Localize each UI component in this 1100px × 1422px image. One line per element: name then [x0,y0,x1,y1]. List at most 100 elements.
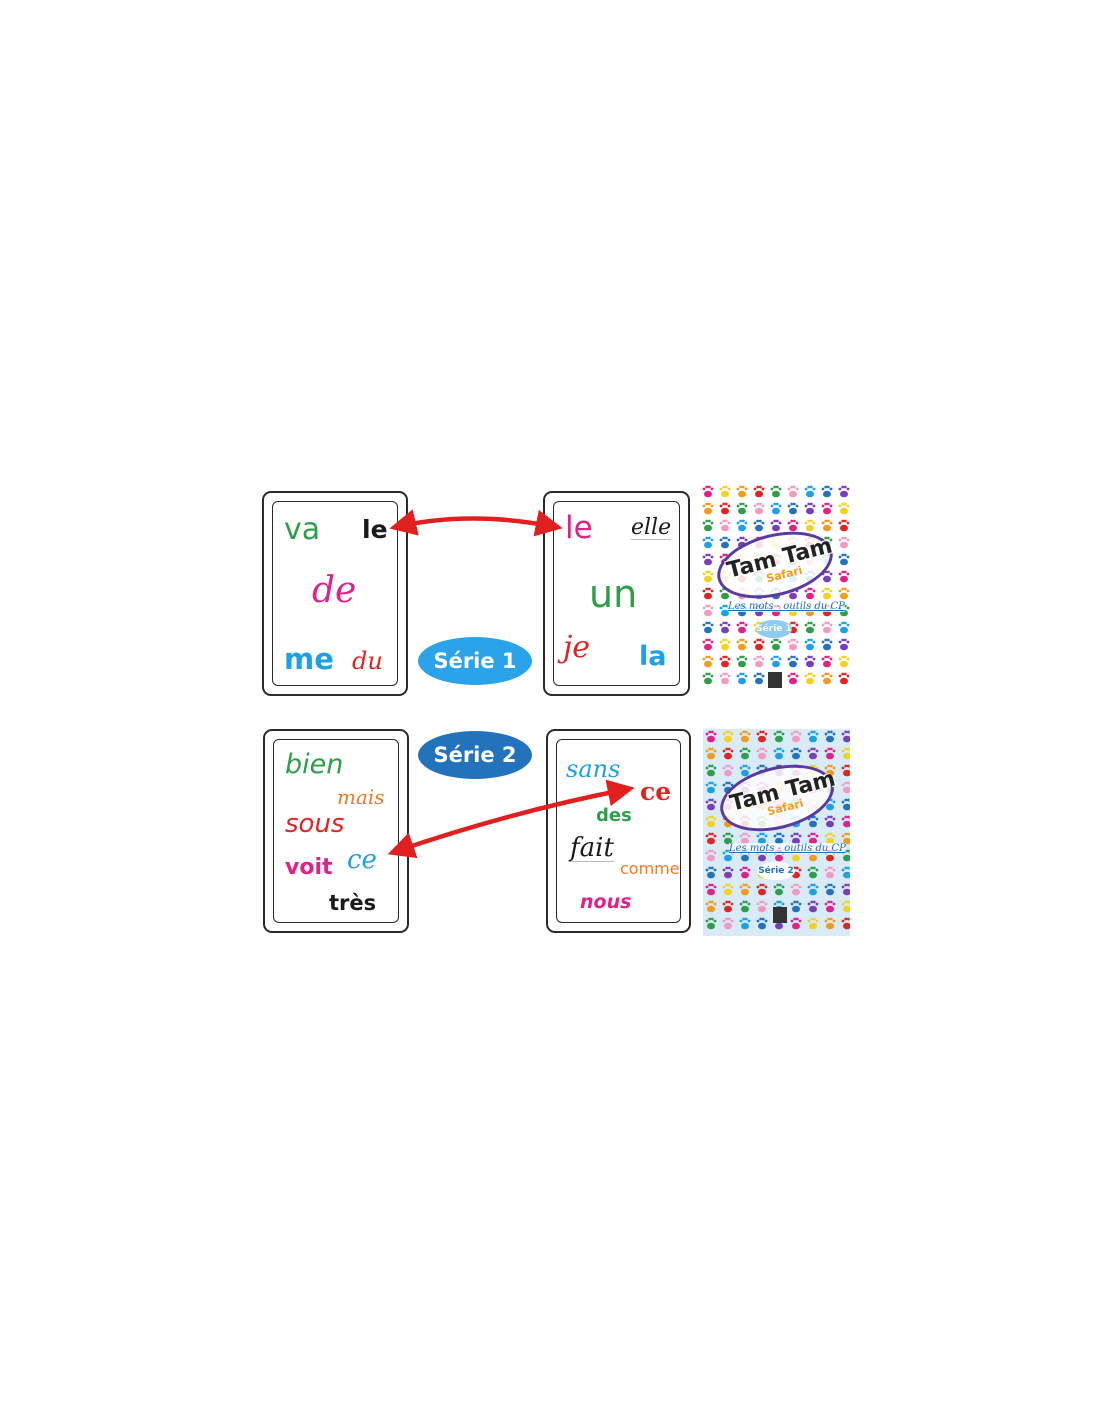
paw-print-icon [787,502,799,515]
paw-print-icon [773,832,785,845]
word-comme: comme [620,859,680,878]
paw-print-icon [722,764,734,777]
paw-print-icon [705,849,717,862]
word-le-pink: le [565,510,593,546]
paw-print-icon [719,638,731,651]
paw-print-icon [790,900,802,913]
paw-print-icon [824,866,836,879]
paw-print-icon [702,502,714,515]
paw-print-icon [719,536,731,549]
paw-print-icon [705,883,717,896]
paw-print-icon [804,621,816,634]
paw-print-icon [705,747,717,760]
paw-print-icon [804,502,816,515]
paw-print-icon [702,570,714,583]
paw-print-icon [821,655,833,668]
paw-print-icon [753,519,765,532]
paw-print-icon [705,730,717,743]
paw-print-icon [824,917,836,930]
paw-print-icon [804,587,816,600]
paw-print-icon [838,553,850,566]
publisher-logo-icon [773,907,787,923]
paw-print-icon [804,672,816,685]
paw-print-icon [841,764,850,777]
paw-print-icon [804,519,816,532]
paw-print-icon [719,672,731,685]
paw-print-icon [770,638,782,651]
paw-print-icon [702,519,714,532]
paw-print-icon [824,832,836,845]
paw-print-icon [753,638,765,651]
paw-print-icon [838,655,850,668]
word-card-series1-a: va le de me du [262,491,408,696]
paw-print-icon [824,883,836,896]
paw-print-icon [756,883,768,896]
word-un: un [589,572,638,616]
paw-print-icon [821,587,833,600]
double-arrow-icon [387,779,635,859]
paw-print-icon [736,621,748,634]
word-card-series1-b: le elle un je la [543,491,690,696]
paw-print-icon [736,485,748,498]
word-tres: très [329,891,377,915]
paw-print-icon [739,900,751,913]
paw-print-icon [702,672,714,685]
paw-print-icon [753,655,765,668]
paw-print-icon [756,900,768,913]
paw-print-icon [719,485,731,498]
paw-print-icon [838,485,850,498]
paw-print-icon [770,485,782,498]
paw-print-icon [722,747,734,760]
paw-print-icon [841,832,850,845]
paw-print-icon [719,655,731,668]
paw-print-icon [705,832,717,845]
paw-print-icon [838,672,850,685]
word-je: je [563,630,591,665]
paw-print-icon [841,815,850,828]
paw-print-icon [705,866,717,879]
word-de: de [312,570,357,611]
word-mais: mais [337,785,385,809]
paw-print-icon [807,917,819,930]
paw-print-icon [838,621,850,634]
paw-print-icon [838,638,850,651]
paw-print-icon [841,747,850,760]
paw-print-icon [770,502,782,515]
paw-print-icon [753,672,765,685]
word-du: du [352,647,383,675]
paw-print-icon [824,747,836,760]
paw-print-icon [807,730,819,743]
paw-print-icon [722,730,734,743]
paw-print-icon [770,519,782,532]
paw-print-icon [702,587,714,600]
publisher-logo-icon [768,672,782,688]
paw-print-icon [739,764,751,777]
paw-print-icon [702,638,714,651]
word-le: le [362,515,388,544]
paw-print-icon [807,883,819,896]
word-nous: nous [580,891,632,913]
double-arrow-icon [389,509,563,537]
paw-print-icon [838,536,850,549]
paw-print-icon [841,781,850,794]
word-ce-red: ce [640,777,672,806]
paw-print-icon [787,485,799,498]
paw-print-icon [821,502,833,515]
word-me: me [284,642,334,676]
paw-print-icon [841,730,850,743]
paw-print-icon [841,917,850,930]
paw-print-icon [790,832,802,845]
cover-subtitle: Les mots - outils du CP [728,601,845,612]
word-card-series2-a: bien mais sous voit ce très [263,729,409,933]
paw-print-icon [790,730,802,743]
paw-print-icon [821,672,833,685]
paw-print-icon [722,900,734,913]
paw-print-icon [773,730,785,743]
paw-print-icon [821,621,833,634]
word-elle: elle [631,515,672,540]
paw-print-icon [838,519,850,532]
word-ce-blue: ce [347,845,377,875]
paw-print-icon [722,832,734,845]
paw-print-icon [702,536,714,549]
